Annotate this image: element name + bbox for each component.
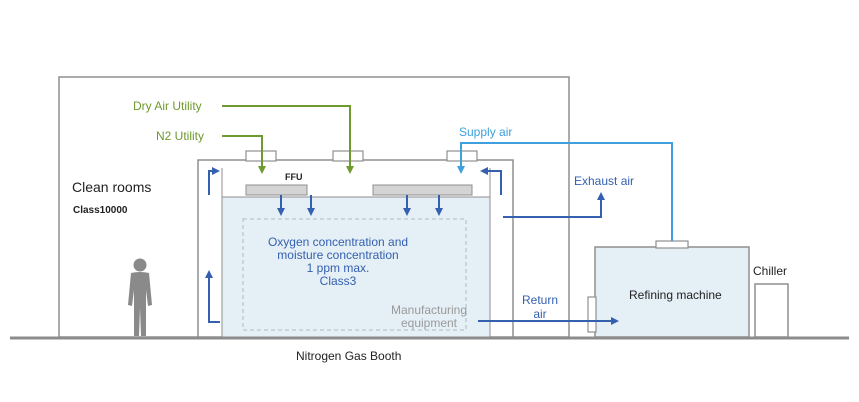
class10000-label: Class10000: [73, 205, 128, 216]
refining-machine-side-port: [587, 296, 597, 333]
supply-air-line: [457, 142, 673, 241]
oxygen-line-4: Class3: [319, 274, 357, 288]
ffu-unit-right: [372, 184, 473, 196]
return-air-label: Return air: [512, 293, 568, 321]
chiller-label: Chiller: [753, 264, 788, 278]
dry-air-utility-line: [222, 105, 354, 174]
n2-utility-label: N2 Utility: [156, 129, 205, 143]
return-line-1: Return: [521, 293, 559, 307]
oxygen-line-1: Oxygen concentration and: [267, 235, 409, 249]
ffu-unit-left: [245, 184, 308, 196]
dry-air-utility-label: Dry Air Utility: [133, 99, 202, 113]
oxygen-line-2: moisture concentration: [277, 248, 399, 262]
refining-machine-port: [655, 240, 689, 249]
oxygen-concentration-label: Oxygen concentration and moisture concen…: [243, 236, 433, 288]
refining-machine-box: [594, 246, 750, 338]
booth-interior: [221, 196, 491, 338]
exhaust-air-label: Exhaust air: [574, 174, 635, 188]
booth-caption: Nitrogen Gas Booth: [296, 349, 402, 363]
ffu-label: FFU: [285, 172, 303, 182]
refining-machine-label: Refining machine: [629, 288, 722, 302]
n2-utility-line: [222, 135, 266, 174]
manufacturing-equipment-label: Manufacturing equipment: [374, 304, 484, 330]
oxygen-line-3: 1 ppm max.: [306, 261, 370, 275]
circulation-arrows: [205, 167, 619, 325]
manufacturing-line-1: Manufacturing: [390, 303, 468, 317]
roof-vent-2: [332, 150, 364, 162]
person-silhouette-icon: [128, 258, 152, 336]
supply-air-label: Supply air: [459, 125, 513, 139]
manufacturing-line-2: equipment: [400, 316, 458, 330]
clean-rooms-label: Clean rooms: [72, 179, 152, 195]
chiller-box: [754, 283, 789, 338]
return-line-2: air: [533, 307, 547, 321]
manufacturing-equipment-box: [242, 218, 467, 331]
